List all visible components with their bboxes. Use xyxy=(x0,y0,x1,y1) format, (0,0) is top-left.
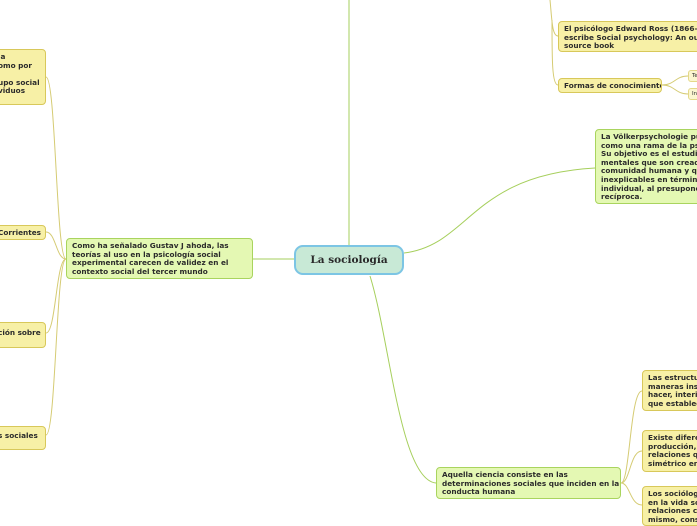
subtopic-ross[interactable]: El psicólogo Edward Ross (1866-1 escribe… xyxy=(558,21,697,52)
topic-text-line: Como ha señalado Gustav J ahoda, las xyxy=(72,241,229,250)
subtopic-text-line: producción, xyxy=(648,441,697,451)
topic-text-line: contexto social del tercer mundo xyxy=(72,266,208,276)
edge-top-ross xyxy=(549,0,559,37)
subtopic-text-line: source book xyxy=(564,41,615,51)
edge-central-aquella xyxy=(369,275,437,484)
subtopic-text-line: Corrientes xyxy=(0,228,41,237)
edge-left-branch2 xyxy=(45,231,67,260)
edge-left-branch4 xyxy=(45,258,67,436)
subtopic-text-line: upo social xyxy=(0,77,40,87)
topic-jahoda[interactable]: Como ha señalado Gustav J ahoda, las teo… xyxy=(66,238,253,279)
subtopic-left-4[interactable]: s sociales xyxy=(0,426,46,450)
topic-text-line: individual, al presupone xyxy=(601,183,697,193)
edge-left-branch3 xyxy=(45,258,67,334)
topic-text-line: recíproca. xyxy=(601,192,643,202)
edge-top-formas xyxy=(551,19,559,86)
subtopic-left-1[interactable]: la omo por l upo social viduos xyxy=(0,49,46,105)
subtopic-corrientes[interactable]: Corrientes xyxy=(0,225,46,240)
subtopic-text-line: viduos xyxy=(0,86,26,96)
subtopic-text-line: escribe Social psychology: An outl xyxy=(564,32,697,42)
subtopic-text-line: hacer, interio xyxy=(648,390,697,400)
subtopic-text-line: relaciones co xyxy=(648,506,697,516)
topic-text-line: La Völkerpsychologie pue xyxy=(601,132,697,141)
subtopic-text-line: relaciones qu xyxy=(648,450,697,460)
topic-volkerpsychologie[interactable]: La Völkerpsychologie pue como una rama d… xyxy=(595,129,697,204)
leaf-label: In xyxy=(692,91,697,97)
subtopic-text-line: la xyxy=(0,52,6,61)
topic-aquella-ciencia[interactable]: Aquella ciencia consiste en las determin… xyxy=(436,467,621,499)
subtopic-estructuras[interactable]: Las estructu maneras inst hacer, interio… xyxy=(642,370,697,411)
edge-aquella-sociologos xyxy=(620,482,643,506)
topic-text-line: Su objetivo es el estudio xyxy=(601,149,697,159)
subtopic-existe[interactable]: Existe diferen producción, relaciones qu… xyxy=(642,430,697,472)
subtopic-text-line: maneras inst xyxy=(648,381,697,391)
central-topic-label: La sociología xyxy=(310,254,388,266)
leaf-label: Te xyxy=(692,73,697,79)
subtopic-text-line: mismo, cons xyxy=(648,514,697,524)
subtopic-text-line: que establec xyxy=(648,398,697,408)
leaf-formas-1[interactable]: Te xyxy=(688,70,697,82)
subtopic-text-line: simétrico ent xyxy=(648,458,697,468)
subtopic-formas[interactable]: Formas de conocimiento xyxy=(558,78,662,93)
topic-text-line: inexplicables en término xyxy=(601,174,697,184)
edge-aquella-estructuras xyxy=(620,390,643,484)
subtopic-left-3[interactable]: ción sobre xyxy=(0,322,46,348)
subtopic-text-line: l xyxy=(0,70,40,79)
subtopic-text-line: s sociales xyxy=(0,431,38,440)
topic-text-line: como una rama de la psic xyxy=(601,140,697,150)
subtopic-text-line: Las estructu xyxy=(648,373,697,382)
edge-central-volker xyxy=(403,167,596,254)
edge-left-branch1 xyxy=(45,76,67,260)
subtopic-text-line: Formas de conocimiento xyxy=(564,81,662,90)
subtopic-text-line: Los sociólogo xyxy=(648,489,697,498)
topic-text-line: teorías al uso en la psicología social xyxy=(72,249,221,259)
subtopic-text-line: El psicólogo Edward Ross (1866-1 xyxy=(564,24,697,33)
edge-aquella-existe xyxy=(620,450,643,484)
topic-text-line: determinaciones sociales que inciden en … xyxy=(442,478,620,488)
topic-text-line: conducta humana xyxy=(442,487,516,497)
subtopic-text-line: en la vida so xyxy=(648,497,697,507)
topic-text-line: experimental carecen de validez en el xyxy=(72,258,229,268)
subtopic-text-line: ción sobre xyxy=(0,328,41,337)
central-topic[interactable]: La sociología xyxy=(294,245,404,275)
subtopic-text-line: omo por xyxy=(0,60,33,70)
edge-formas-in xyxy=(661,84,689,95)
topic-text-line: Aquella ciencia consiste en las xyxy=(442,470,568,479)
subtopic-sociologos[interactable]: Los sociólogo en la vida so relaciones c… xyxy=(642,486,697,526)
topic-text-line: comunidad humana y que xyxy=(601,166,697,176)
edge-formas-te xyxy=(661,75,689,86)
topic-text-line: mentales que son creado xyxy=(601,157,697,167)
leaf-formas-2[interactable]: In xyxy=(688,88,697,100)
subtopic-text-line: Existe diferen xyxy=(648,433,697,442)
